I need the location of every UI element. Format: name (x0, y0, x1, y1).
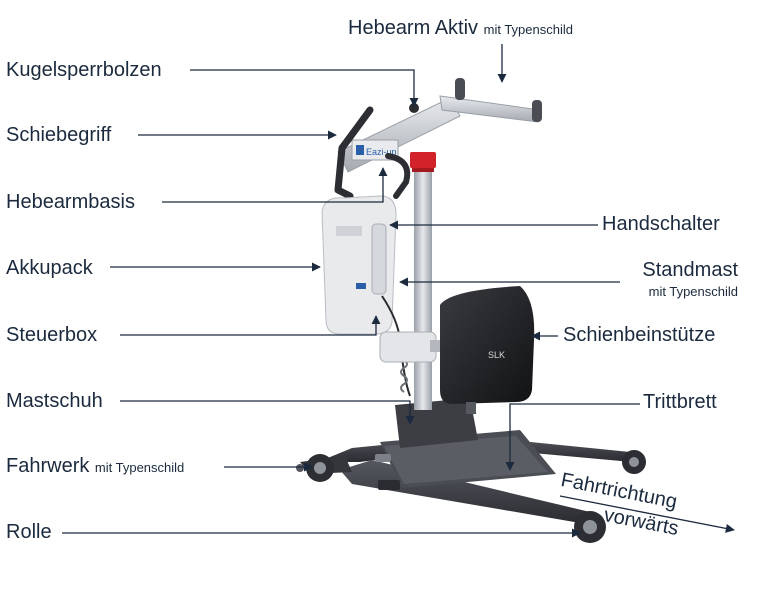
label-akkupack: Akkupack (6, 257, 93, 279)
leader-mastschuh (120, 400, 415, 425)
mast (410, 152, 436, 410)
direction-arrow (559, 495, 735, 533)
label-fahrwerk-text: Fahrwerk (6, 455, 90, 477)
label-schienbeinstuetze: Schienbeinstütze (563, 324, 716, 346)
label-kugelsperrbolzen: Kugelsperrbolzen (6, 59, 162, 81)
label-trittbrett: Trittbrett (643, 391, 717, 413)
label-schiebegriff: Schiebegriff (6, 124, 112, 146)
control-box (321, 195, 397, 335)
push-handle (334, 106, 411, 200)
leader-trittbrett (505, 403, 640, 471)
leader-steuerbox (120, 315, 381, 336)
label-hebearm-aktiv-text: Hebearm Aktiv (348, 17, 479, 39)
caster-wheels (296, 450, 646, 543)
pad-brand-text: SLK (488, 350, 505, 360)
lift-arm: Eazi-up (337, 78, 542, 173)
label-fahrwerk: Fahrwerk mit Typenschild (6, 456, 184, 476)
leader-kugelsperrbolzen (190, 69, 419, 107)
chassis (300, 398, 632, 524)
leader-hebearmbasis (162, 167, 388, 203)
label-mastschuh: Mastschuh (6, 390, 103, 412)
leader-lines (62, 44, 735, 538)
label-standmast-sub: mit Typenschild (648, 284, 738, 299)
label-hebearm-aktiv-sub: mit Typenschild (483, 22, 573, 37)
label-standmast: Standmast mit Typenschild (612, 260, 738, 298)
shin-support: SLK (379, 286, 535, 414)
label-handschalter: Handschalter (602, 213, 720, 235)
label-hebearm-aktiv: Hebearm Aktiv mit Typenschild (348, 18, 573, 38)
label-fahrwerk-sub: mit Typenschild (94, 460, 185, 475)
label-standmast-text: Standmast (642, 259, 738, 281)
label-hebearmbasis: Hebearmbasis (6, 191, 135, 213)
brand-text: Eazi-up (366, 147, 397, 157)
label-steuerbox: Steuerbox (6, 324, 98, 346)
label-rolle: Rolle (6, 521, 52, 543)
